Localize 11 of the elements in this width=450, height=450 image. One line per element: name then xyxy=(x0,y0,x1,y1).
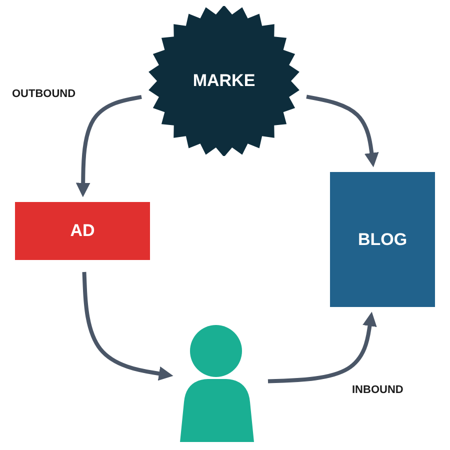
curved-arrow xyxy=(82,272,174,381)
node-label: MARKE xyxy=(192,71,256,91)
flow-label: INBOUND xyxy=(352,384,404,396)
node-label: BLOG xyxy=(358,230,408,250)
curved-arrow xyxy=(306,94,379,168)
curved-arrow xyxy=(268,312,377,384)
content-box xyxy=(330,172,435,307)
curved-arrow xyxy=(76,94,142,198)
content-box xyxy=(15,202,150,260)
node-label: AD xyxy=(70,221,95,241)
flow-label: OUTBOUND xyxy=(12,88,76,100)
